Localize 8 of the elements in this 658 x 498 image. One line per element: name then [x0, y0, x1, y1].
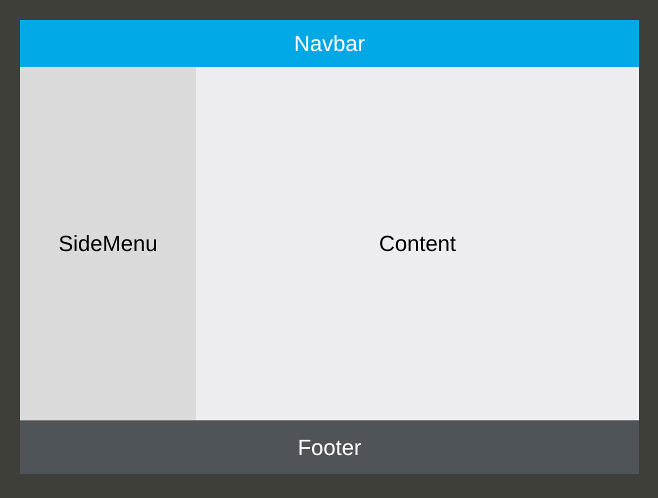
region-label: Navbar [294, 30, 365, 58]
footer-region [20, 420, 639, 474]
region-label: Footer [298, 434, 362, 462]
region-label: Content [378, 230, 456, 258]
region-label: SideMenu [58, 230, 158, 258]
content-region [196, 67, 639, 420]
navbar-region [20, 20, 639, 67]
side-menu-region [20, 67, 196, 420]
